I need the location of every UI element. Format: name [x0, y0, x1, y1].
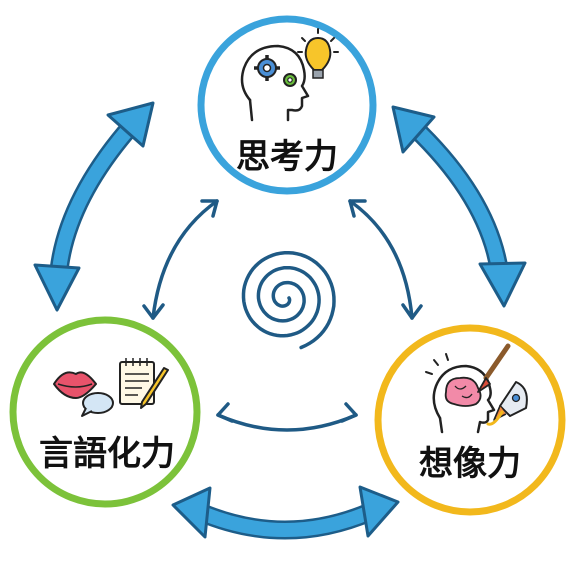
node-thinking: 思考力 [197, 15, 377, 195]
outer-arrow-top-left [33, 101, 155, 312]
inner-arrow-left [142, 199, 219, 320]
inner-arrow-bottom [216, 402, 358, 432]
node-verbalization: 言語化力 [9, 316, 201, 508]
spiral-icon [241, 250, 336, 350]
node-thinking-label: 思考力 [236, 137, 338, 177]
node-verbalization-label: 言語化力 [39, 434, 175, 474]
outer-arrow-top-right [391, 105, 527, 308]
head-brush-rocket-icon [425, 343, 528, 434]
outer-arrow-bottom [171, 485, 400, 540]
node-imagination: 想像力 [374, 324, 566, 516]
inner-arrow-right [348, 199, 423, 320]
head-gears-lightbulb-icon [240, 28, 339, 122]
node-imagination-label: 想像力 [419, 444, 521, 484]
mouth-notepad-icon [53, 358, 169, 417]
